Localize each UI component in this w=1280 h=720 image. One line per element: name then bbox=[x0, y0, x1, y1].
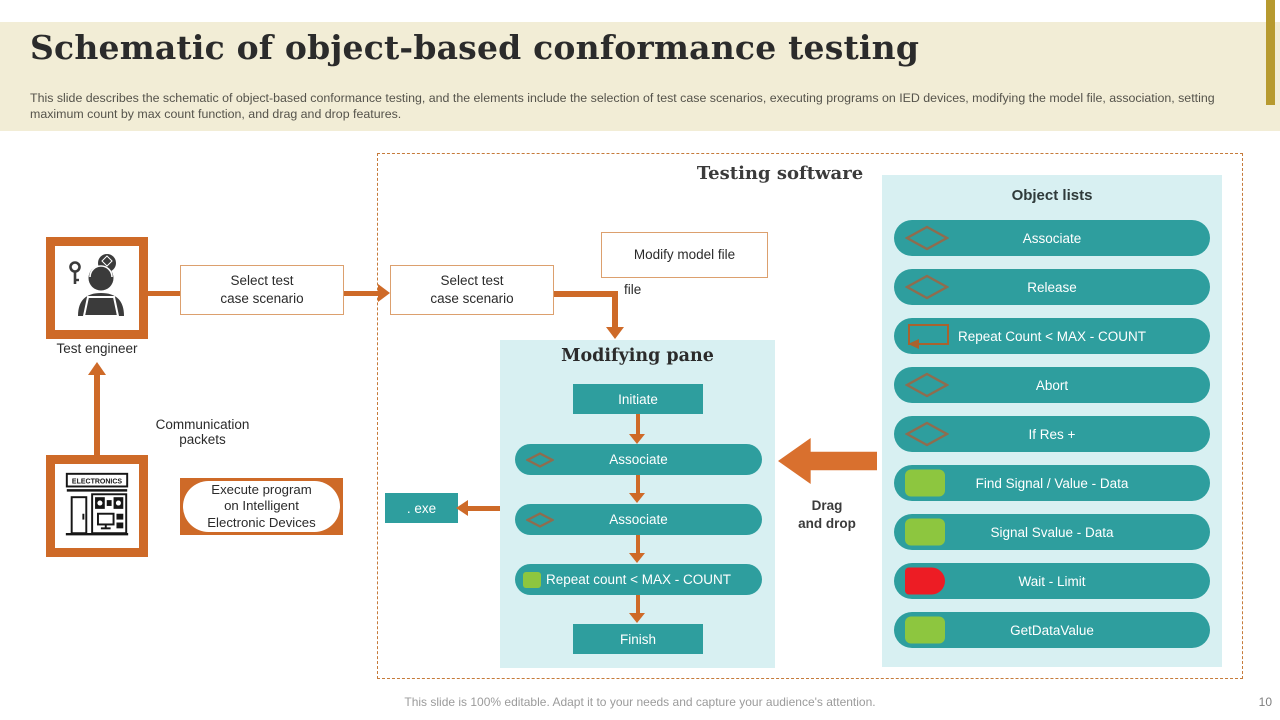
gold-accent-bar bbox=[1266, 0, 1275, 105]
green-chip-icon bbox=[905, 616, 945, 644]
step-associate-1[interactable]: Associate bbox=[515, 444, 762, 475]
slide-description: This slide describes the schematic of ob… bbox=[30, 91, 1215, 122]
left-arrow-head bbox=[456, 500, 468, 516]
exe-box: . exe bbox=[385, 493, 458, 523]
object-list-item-label: Find Signal / Value - Data bbox=[975, 475, 1129, 491]
object-list-item[interactable]: Abort bbox=[894, 367, 1210, 403]
loop-icon bbox=[905, 322, 951, 350]
step-label: Associate bbox=[609, 452, 668, 467]
pane-arrow-head bbox=[629, 434, 645, 444]
testing-software-title: Testing software bbox=[696, 163, 864, 184]
object-list-item[interactable]: Release bbox=[894, 269, 1210, 305]
step-finish[interactable]: Finish bbox=[573, 624, 703, 654]
object-list-item[interactable]: Wait - Limit bbox=[894, 563, 1210, 599]
object-list-item-label: Associate bbox=[1022, 230, 1082, 246]
diamond-icon bbox=[905, 225, 949, 251]
file-label: file bbox=[624, 282, 642, 297]
green-chip-icon bbox=[523, 571, 541, 588]
pane-arrow-head bbox=[629, 553, 645, 563]
pane-arrow-head bbox=[629, 613, 645, 623]
object-list-item[interactable]: GetDataValue bbox=[894, 612, 1210, 648]
object-list-item[interactable]: Associate bbox=[894, 220, 1210, 256]
object-list-item-label: Signal Svalue - Data bbox=[990, 524, 1114, 540]
diamond-icon bbox=[905, 372, 949, 398]
green-chip-icon bbox=[905, 469, 945, 497]
step-repeat-count[interactable]: Repeat count < MAX - COUNT bbox=[515, 564, 762, 595]
test-engineer-icon bbox=[61, 250, 133, 327]
object-lists-title: Object lists bbox=[1011, 187, 1093, 204]
testing-software-frame bbox=[377, 153, 1243, 679]
step-label: Associate bbox=[609, 512, 668, 527]
header-band bbox=[0, 22, 1280, 131]
object-list-item-label: Repeat Count < MAX - COUNT bbox=[958, 328, 1146, 344]
footer-note: This slide is 100% editable. Adapt it to… bbox=[404, 695, 876, 709]
select-test-case-box-1: Select test case scenario bbox=[180, 265, 344, 315]
connector-select2-horizontal bbox=[554, 291, 618, 297]
down-arrow-head bbox=[606, 327, 624, 339]
test-engineer-label: Test engineer bbox=[56, 341, 138, 356]
select-test-case-box-2: Select test case scenario bbox=[390, 265, 554, 315]
modifying-pane-title: Modifying pane bbox=[561, 346, 714, 366]
connector-engineer-select1 bbox=[148, 291, 180, 296]
pane-arrow-head bbox=[629, 493, 645, 503]
diamond-icon bbox=[526, 511, 554, 528]
pane-arrow-line bbox=[636, 414, 640, 436]
pane-arrow-line bbox=[636, 595, 640, 615]
right-arrow-head bbox=[378, 284, 390, 302]
step-label: Repeat count < MAX - COUNT bbox=[546, 572, 731, 587]
pane-arrow-line bbox=[636, 475, 640, 495]
step-associate-2[interactable]: Associate bbox=[515, 504, 762, 535]
connector-select1-select2 bbox=[344, 291, 380, 296]
object-list-item-label: Abort bbox=[1035, 377, 1069, 393]
up-arrow-head bbox=[88, 362, 106, 375]
step-initiate[interactable]: Initiate bbox=[573, 384, 703, 414]
diamond-icon bbox=[526, 451, 554, 468]
green-chip-icon bbox=[905, 518, 945, 546]
test-engineer-box bbox=[46, 237, 148, 339]
connector-pane-exe bbox=[468, 506, 500, 511]
object-list-item-label: GetDataValue bbox=[1010, 622, 1094, 638]
up-arrow-line bbox=[94, 374, 100, 455]
diamond-icon bbox=[905, 421, 949, 447]
object-list-item[interactable]: Find Signal / Value - Data bbox=[894, 465, 1210, 501]
drag-drop-label: Drag and drop bbox=[798, 498, 856, 531]
execute-program-box: Execute program on Intelligent Electroni… bbox=[180, 478, 343, 535]
page-number: 10 bbox=[1258, 695, 1272, 709]
object-list-item[interactable]: If Res + bbox=[894, 416, 1210, 452]
electronics-store-icon: ELECTRONICS bbox=[60, 467, 134, 546]
object-list-item[interactable]: Repeat Count < MAX - COUNT bbox=[894, 318, 1210, 354]
modifying-pane: Modifying pane Initiate Associate Associ… bbox=[500, 340, 775, 668]
pane-arrow-line bbox=[636, 535, 640, 555]
red-chip-icon bbox=[905, 567, 945, 595]
svg-text:ELECTRONICS: ELECTRONICS bbox=[72, 478, 123, 485]
object-list-item-label: Release bbox=[1027, 279, 1077, 295]
page-title: Schematic of object-based conformance te… bbox=[30, 28, 920, 67]
object-list-item[interactable]: Signal Svalue - Data bbox=[894, 514, 1210, 550]
object-list-item-label: If Res + bbox=[1028, 426, 1076, 442]
diamond-icon bbox=[905, 274, 949, 300]
communication-packets-label: Communication packets bbox=[155, 417, 250, 447]
execute-program-label: Execute program on Intelligent Electroni… bbox=[183, 481, 340, 532]
electronic-device-box: ELECTRONICS bbox=[46, 455, 148, 557]
modify-model-file-box: Modify model file bbox=[601, 232, 768, 278]
object-list-item-label: Wait - Limit bbox=[1018, 573, 1086, 589]
connector-select2-vertical bbox=[612, 291, 618, 329]
